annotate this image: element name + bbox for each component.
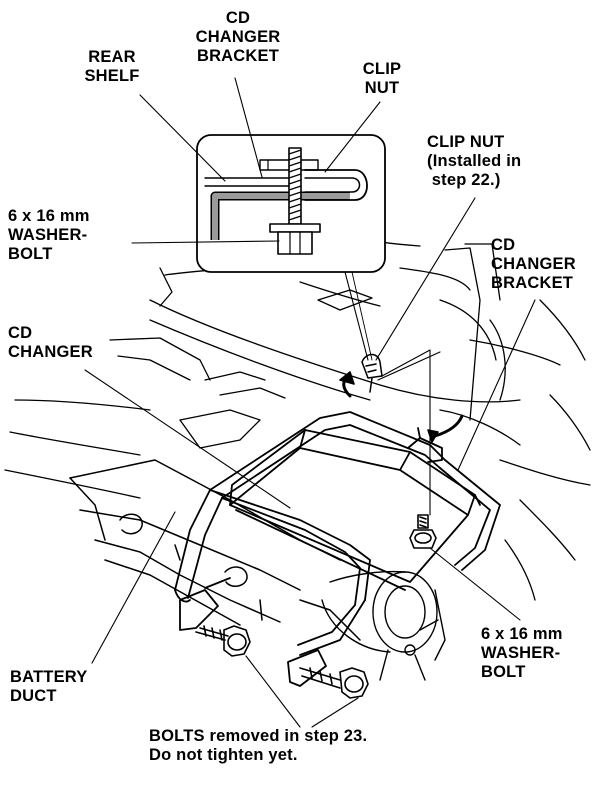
label-washer-bolt-inset: 6 x 16 mm WASHER- BOLT	[8, 207, 90, 263]
washer-bolt-right	[409, 514, 437, 549]
rotation-arrow-left	[339, 371, 355, 398]
cd-changer-unit	[229, 429, 481, 591]
cd-changer-bracket-frame	[174, 411, 501, 687]
label-cd-changer-bracket-top: CD CHANGER BRACKET	[195, 9, 281, 65]
label-rear-shelf: REAR SHELF	[84, 48, 140, 85]
label-clip-nut-installed: CLIP NUT (Installed in step 22.)	[427, 133, 522, 189]
label-washer-bolt-right: 6 x 16 mm WASHER- BOLT	[481, 625, 563, 681]
leader-lines	[84, 77, 536, 728]
label-cd-changer: CD CHANGER	[8, 324, 93, 361]
clip-nut-installed	[361, 353, 383, 393]
label-clip-nut-top: CLIP NUT	[362, 60, 402, 97]
label-battery-duct: BATTERY DUCT	[10, 668, 88, 705]
bolt-removed-left	[195, 625, 251, 657]
motor-assembly	[321, 570, 446, 681]
label-cd-changer-bracket-right: CD CHANGER BRACKET	[491, 236, 576, 292]
label-bolts-removed: BOLTS removed in step 23. Do not tighten…	[149, 727, 368, 764]
cross-section-inset	[196, 134, 386, 273]
rotation-arrow-right	[427, 414, 464, 443]
bolt-removed-right	[299, 667, 369, 699]
